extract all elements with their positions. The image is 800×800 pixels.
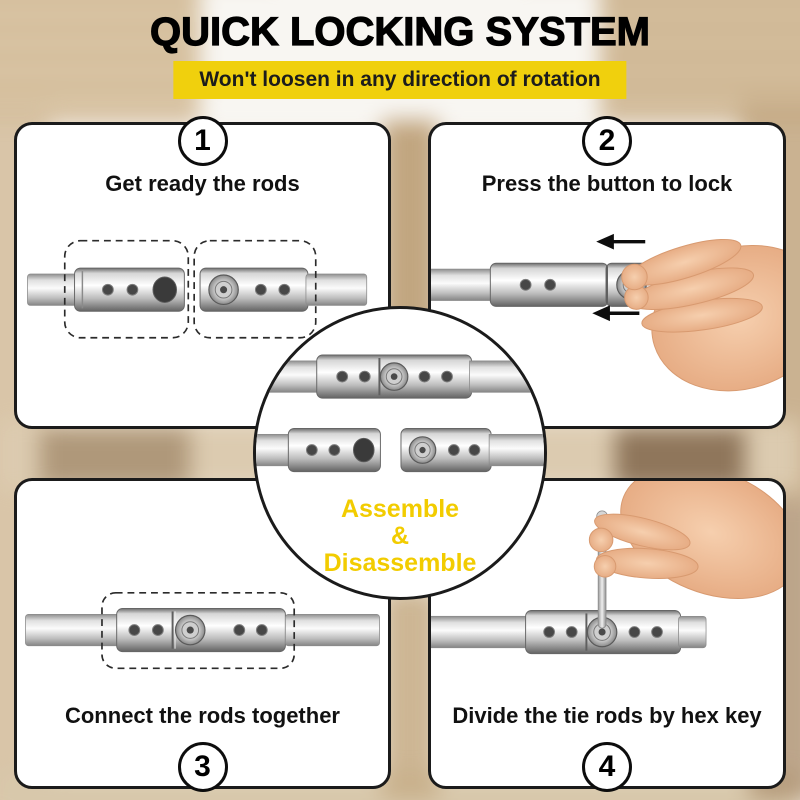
page-title: QUICK LOCKING SYSTEM	[149, 9, 651, 54]
step-1-number-badge: 1	[177, 116, 228, 166]
highlight-dashed-box	[63, 239, 190, 339]
step-3-number-badge: 3	[177, 742, 228, 792]
step-3-panel: Connect the rods together 3	[14, 478, 391, 792]
step-1-label: Get ready the rods	[105, 171, 300, 196]
press-button-illustration	[431, 233, 783, 392]
center-label-line-2: &	[390, 522, 410, 550]
step-4-label: Divide the tie rods by hex key	[452, 703, 762, 728]
assembled-and-separated-rods-illustration	[256, 354, 544, 473]
highlight-dashed-box	[101, 591, 296, 670]
step-2-label: Press the button to lock	[481, 171, 733, 196]
step-4-number-badge: 4	[582, 742, 632, 792]
step-2-panel: 2 Press the button to lock	[428, 116, 786, 429]
center-label-line-1: Assemble	[340, 495, 460, 523]
assemble-disassemble-badge: Assemble & Disassemble	[253, 306, 547, 600]
press-direction-arrows	[592, 233, 646, 322]
hand-icon	[621, 238, 783, 392]
step-3-label: Connect the rods together	[64, 703, 340, 728]
banner-tagline: Won't loosen in any direction of rotatio…	[173, 61, 627, 99]
step-2-number-badge: 2	[582, 116, 632, 166]
hex-key-illustration	[431, 481, 783, 655]
highlight-dashed-box	[193, 239, 317, 339]
rods-ready-illustration	[27, 239, 368, 339]
hand-icon	[588, 481, 783, 599]
center-label-line-3: Disassemble	[323, 549, 477, 577]
connected-rods-illustration	[25, 591, 380, 670]
assemble-disassemble-label: Assemble & Disassemble	[256, 496, 544, 577]
